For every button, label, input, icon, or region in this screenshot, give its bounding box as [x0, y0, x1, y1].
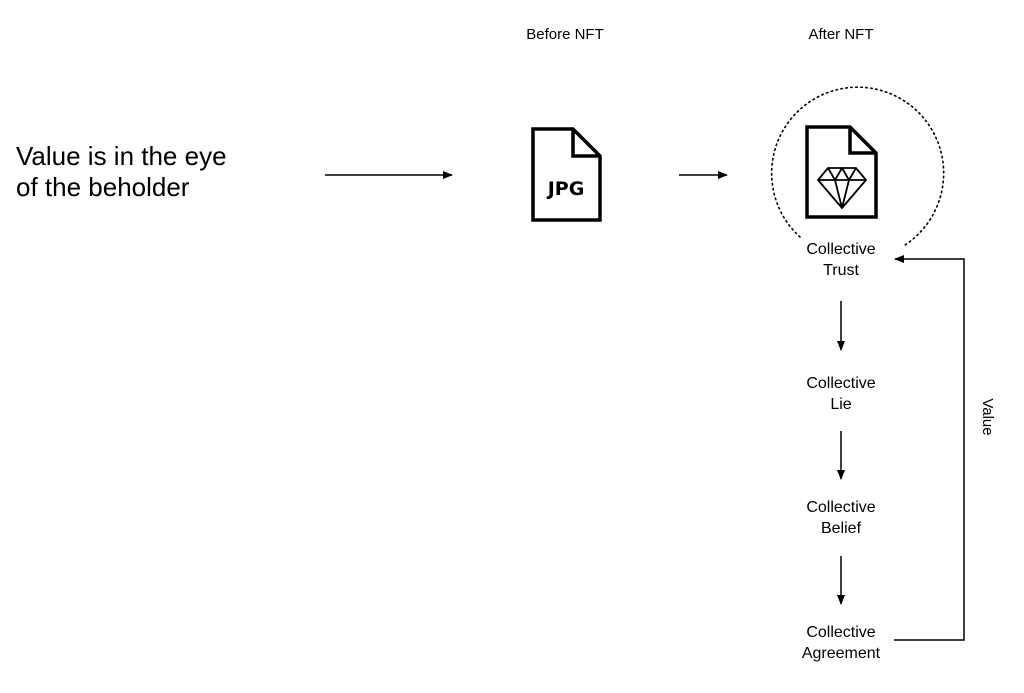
- dotted-circle: [770, 86, 945, 246]
- node-collective-trust: Collective Trust: [806, 241, 876, 279]
- diamond-icon: [817, 167, 867, 209]
- node-collective-lie: Collective Lie: [806, 375, 876, 413]
- jpg-icon-label: JPG: [546, 178, 585, 200]
- feedback-loop-arrow: [894, 255, 965, 641]
- heading-after-nft: After NFT: [808, 26, 874, 43]
- heading-before-nft: Before NFT: [526, 26, 604, 43]
- feedback-value-label: Value: [979, 398, 996, 436]
- node-collective-belief: Collective Belief: [806, 499, 876, 537]
- jpg-file-icon: JPG: [531, 127, 602, 222]
- node-collective-agreement: Collective Agreement: [801, 624, 881, 662]
- diamond-file-icon: [805, 125, 878, 219]
- value-statement: Value is in the eye of the beholder: [16, 141, 227, 202]
